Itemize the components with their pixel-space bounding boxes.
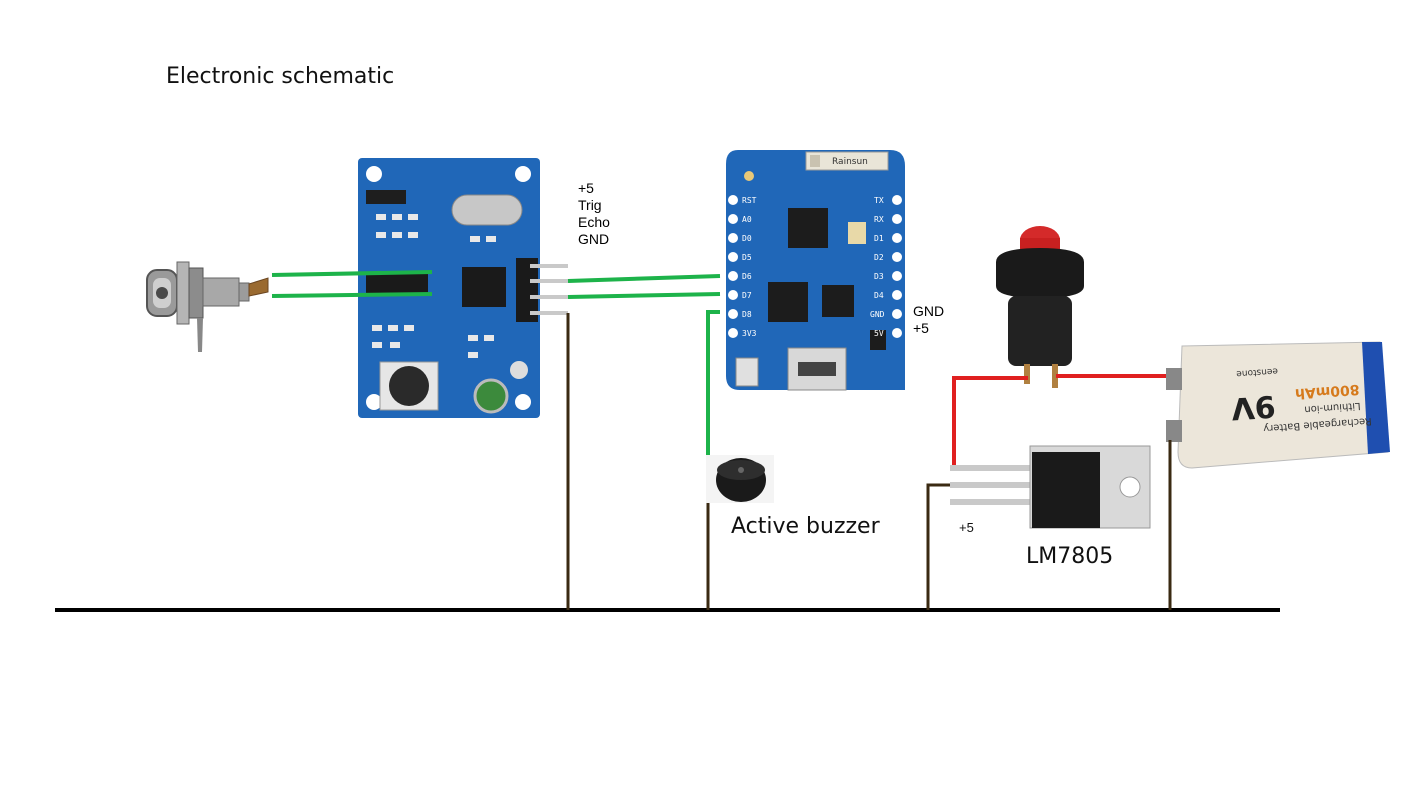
push-button xyxy=(996,226,1084,388)
regulator-ground-wire xyxy=(926,483,950,610)
pin-label: D6 xyxy=(742,272,752,281)
battery-voltage: 9V xyxy=(1229,388,1276,426)
pin-label: D2 xyxy=(874,253,884,262)
battery-brand: eenstone xyxy=(1235,365,1278,378)
pin-label: 3V3 xyxy=(742,329,757,338)
pin-label: D3 xyxy=(874,272,884,281)
wemos-d1-mini-board: Rainsun RST A0 D0 D5 D6 D7 D8 3V3 TX R xyxy=(726,150,905,391)
pin-label: D8 xyxy=(742,310,752,319)
lm7805-regulator xyxy=(950,445,1151,529)
pin-label: D5 xyxy=(742,253,752,262)
ultrasonic-sensor-board xyxy=(358,158,568,418)
transducer-wire-2 xyxy=(271,292,433,298)
nine-volt-battery: 9V 800mAh Lithium-ion Rechargeable Batte… xyxy=(1166,341,1390,469)
pin-label: D4 xyxy=(874,291,884,300)
battery-capacity: 800mAh xyxy=(1294,381,1360,401)
pin-label: RST xyxy=(742,196,757,205)
battery-type: Lithium-ion xyxy=(1304,400,1361,415)
mcu-power-pin-labels: GND +5 xyxy=(913,303,945,336)
diagram-title: Electronic schematic xyxy=(166,64,395,89)
rca-jack xyxy=(146,261,269,352)
buzzer-signal-wire xyxy=(706,310,720,455)
pin-label: 5V xyxy=(874,329,884,338)
pin-label: A0 xyxy=(742,215,752,224)
regulator-output-label: +5 xyxy=(959,520,974,535)
pin-label: D7 xyxy=(742,291,752,300)
switch-to-regulator-wire xyxy=(952,376,1028,468)
pin-label: GND xyxy=(870,310,885,319)
module-text: Rainsun xyxy=(832,157,868,167)
buzzer-label: Active buzzer xyxy=(731,514,880,539)
transducer-wire-1 xyxy=(271,270,433,277)
echo-wire xyxy=(567,292,721,299)
pin-label: D0 xyxy=(742,234,752,243)
pin-label: RX xyxy=(874,215,884,224)
trig-wire xyxy=(567,274,721,283)
regulator-label: LM7805 xyxy=(1026,544,1114,569)
sensor-pin-labels: +5 Trig Echo GND xyxy=(578,180,610,247)
pin-label: D1 xyxy=(874,234,884,243)
active-buzzer xyxy=(706,455,774,503)
pin-label: TX xyxy=(874,196,884,205)
